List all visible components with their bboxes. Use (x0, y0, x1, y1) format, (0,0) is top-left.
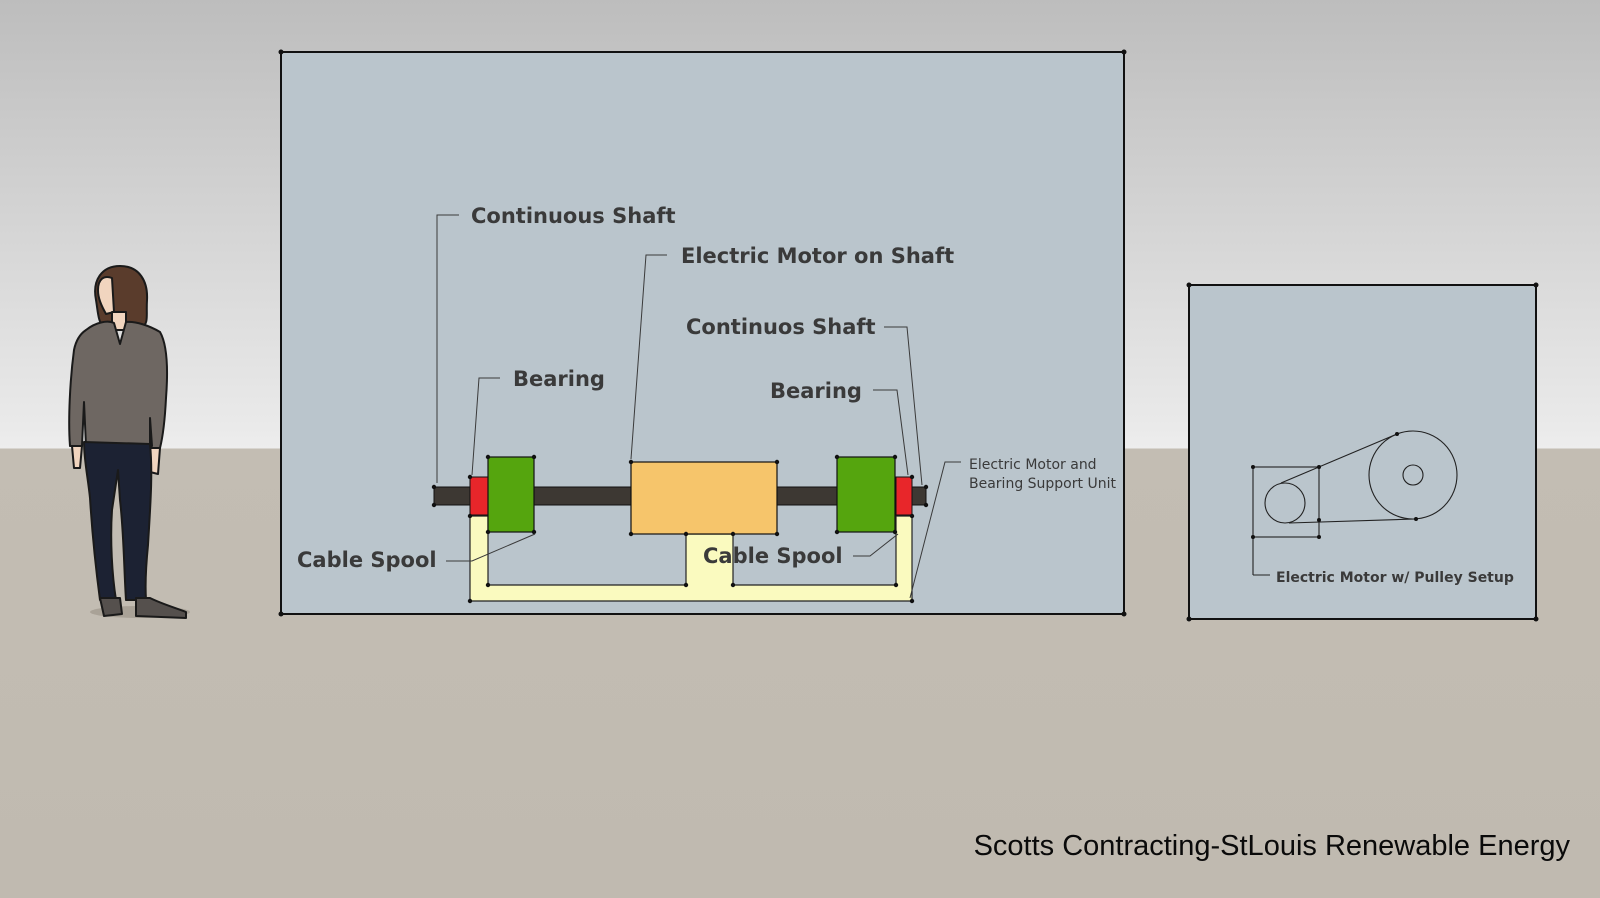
label-bearing-right: Bearing (770, 379, 862, 403)
side-panel-background (1188, 284, 1537, 620)
person-shoe-left (99, 597, 123, 617)
pulley-dots (1251, 432, 1418, 539)
vertex-dots (431, 454, 929, 604)
person-shoe-right (135, 597, 187, 619)
footer-caption: Scotts Contracting-StLouis Renewable Ene… (973, 830, 1570, 862)
main-panel: Continuous Shaft Electric Motor on Shaft… (278, 49, 1127, 617)
label-cable-spool-left: Cable Spool (297, 548, 437, 572)
person-hand-left (71, 445, 83, 469)
label-continuous-shaft-left: Continuous Shaft (471, 204, 676, 228)
label-cable-spool-center: Cable Spool (703, 544, 843, 568)
bearing-left (469, 476, 489, 516)
pulley-drawing (1252, 430, 1458, 576)
person-sweater (68, 320, 169, 449)
cable-spool-left (487, 456, 535, 533)
label-continuos-shaft-right: Continuos Shaft (686, 315, 876, 339)
person-figure (68, 265, 190, 619)
label-electric-motor-on-shaft: Electric Motor on Shaft (681, 244, 954, 268)
leader-lines (436, 214, 961, 599)
label-pulley-setup: Electric Motor w/ Pulley Setup (1276, 570, 1514, 586)
motor-box (1252, 466, 1320, 538)
label-support-unit-line1: Electric Motor and (969, 457, 1097, 473)
cable-spool-right (836, 456, 896, 533)
bearing-right (895, 476, 913, 516)
large-pulley-hub (1402, 464, 1424, 486)
electric-motor (630, 461, 778, 535)
label-support-unit-line2: Bearing Support Unit (969, 476, 1116, 492)
person-jeans (83, 441, 153, 601)
small-pulley (1264, 482, 1306, 524)
label-bearing-left: Bearing (513, 367, 605, 391)
side-panel: Electric Motor w/ Pulley Setup (1186, 282, 1539, 622)
